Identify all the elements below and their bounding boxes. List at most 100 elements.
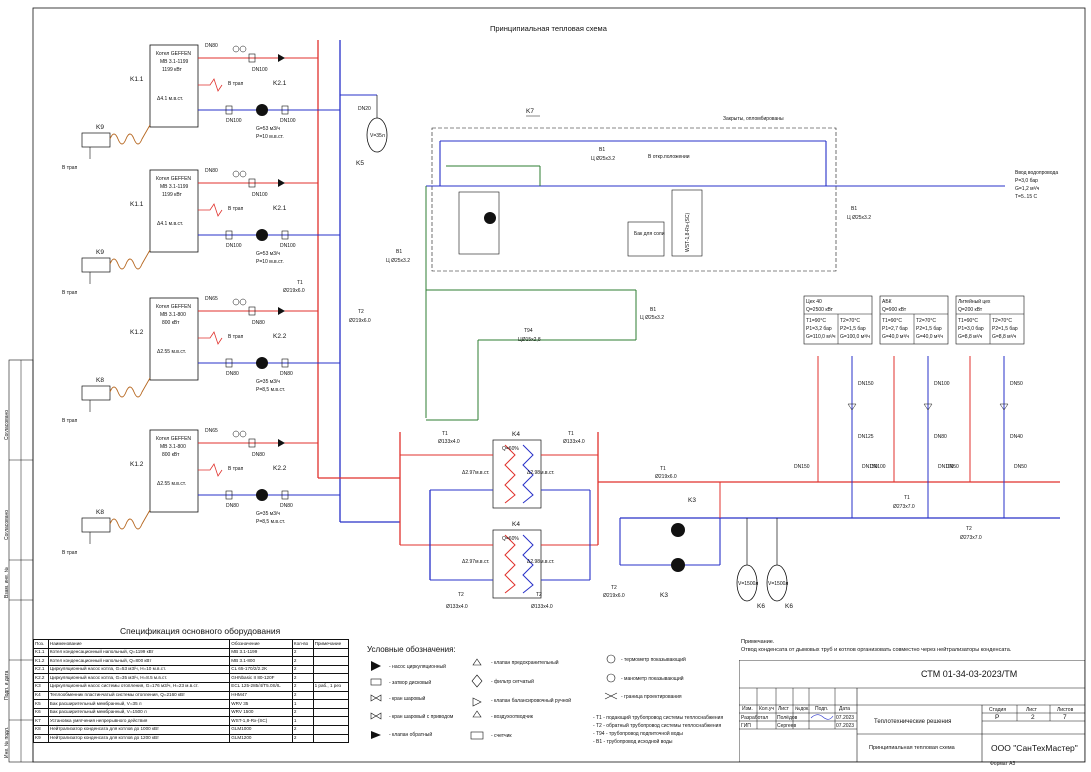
butterfly-valve-icon[interactable] bbox=[248, 438, 256, 448]
legend-item-actuated-valve: - кран шаровый с приводом bbox=[389, 714, 454, 720]
legend-item-balancing: - клапан балансировочный ручной bbox=[491, 698, 572, 704]
trap-label: В трап bbox=[228, 466, 244, 472]
legend-item-t2: - T2 - обратный трубопровод системы тепл… bbox=[593, 723, 722, 729]
boiler[interactable] bbox=[149, 429, 199, 513]
k5-tag: K5 bbox=[356, 160, 364, 167]
thermometer-icon bbox=[232, 298, 240, 306]
svg-text:G=1,2 м³/ч: G=1,2 м³/ч bbox=[1015, 186, 1040, 192]
t2-label: T2 bbox=[358, 309, 364, 315]
condensate-neutralizer[interactable] bbox=[81, 385, 111, 401]
consumer-g1: G=8,8 м³/ч bbox=[958, 334, 983, 340]
boiler-name: Котел GEFFEN bbox=[156, 51, 191, 57]
k4-dp-2a: Δ2.97м.в.ст. bbox=[462, 559, 490, 565]
boiler-pump[interactable] bbox=[256, 489, 268, 501]
k6-tag-1: K6 bbox=[757, 603, 765, 610]
boiler-name: Котел GEFFEN bbox=[156, 304, 191, 310]
k5-volume: V=35л bbox=[370, 133, 385, 139]
butterfly-valve-icon[interactable] bbox=[225, 490, 233, 500]
k3-pump-2[interactable] bbox=[671, 558, 685, 572]
k6-vol-1: V=1500л bbox=[738, 581, 758, 587]
consumer-t2: T2=70°C bbox=[992, 318, 1012, 324]
k4-dp-1a: Δ2.97м.в.ст. bbox=[462, 470, 490, 476]
legend-thermometer-icon bbox=[606, 654, 616, 664]
legend-filter-icon bbox=[471, 674, 483, 688]
butterfly-valve-icon[interactable] bbox=[248, 53, 256, 63]
butterfly-valve-icon[interactable] bbox=[248, 178, 256, 188]
sheet-header: Лист bbox=[1026, 707, 1038, 713]
boiler[interactable] bbox=[149, 44, 199, 128]
butterfly-valve-icon[interactable] bbox=[281, 230, 289, 240]
butterfly-valve-icon[interactable] bbox=[225, 105, 233, 115]
sheet-title: Принципиальная тепловая схема bbox=[869, 745, 956, 751]
consumer-t1: T1=90°C bbox=[806, 318, 826, 324]
softener-pump[interactable] bbox=[484, 212, 496, 224]
heat-exchanger-1[interactable] bbox=[492, 439, 542, 509]
consumer-dn-d: DN100 bbox=[938, 464, 954, 470]
boiler-pump[interactable] bbox=[256, 229, 268, 241]
k4-tag-1: K4 bbox=[512, 431, 520, 438]
salt-tank bbox=[627, 221, 665, 257]
drain-label: В трап bbox=[62, 165, 78, 171]
butterfly-valve-icon[interactable] bbox=[225, 230, 233, 240]
legend-pump-icon bbox=[371, 661, 381, 671]
butterfly-valve-icon[interactable] bbox=[225, 358, 233, 368]
legend-title: Условные обозначения: bbox=[367, 645, 456, 654]
legend-manometer-icon bbox=[606, 673, 616, 683]
t1-label: T1 bbox=[297, 280, 303, 286]
col-izm: Изм. bbox=[742, 706, 753, 712]
butterfly-valve-icon[interactable] bbox=[281, 490, 289, 500]
title-block: СТМ 01-34-03-2023/ТМ Изм. Кол.уч Лист №д… bbox=[739, 660, 1085, 762]
consumer-name: Цех 40 bbox=[806, 299, 822, 305]
trap-label: В трап bbox=[228, 334, 244, 340]
boiler-model: MB 3.1-800 bbox=[160, 444, 186, 450]
legend-item-safety: - клапан предохранительный bbox=[491, 660, 559, 666]
consumer-name: АБК bbox=[882, 299, 892, 305]
pump-tag: K2.1 bbox=[273, 80, 287, 87]
consumer-p1: P1=3,2 бар bbox=[806, 326, 832, 332]
butterfly-valve-icon[interactable] bbox=[248, 306, 256, 316]
legend: Условные обозначения: - насос циркуляцио… bbox=[367, 645, 737, 765]
t2-hx-label: T2 bbox=[458, 592, 464, 598]
manometer-icon bbox=[239, 170, 247, 178]
condensate-neutralizer[interactable] bbox=[81, 132, 111, 148]
consumer-power: Q=2500 кВт bbox=[806, 307, 834, 313]
legend-item-t94: - T94 - трубопровод подпиточной воды bbox=[593, 731, 683, 737]
stage-header: Стадия bbox=[989, 707, 1006, 713]
butterfly-valve-icon[interactable] bbox=[281, 358, 289, 368]
col-sign: Подп. bbox=[815, 706, 828, 712]
boiler[interactable] bbox=[149, 169, 199, 253]
pump-tag: K2.2 bbox=[273, 465, 287, 472]
check-valve-icon bbox=[278, 179, 285, 187]
svg-text:P=3,0 бар: P=3,0 бар bbox=[1015, 178, 1038, 184]
k3-pump-1[interactable] bbox=[671, 523, 685, 537]
svg-text:T=5..15 С: T=5..15 С bbox=[1015, 194, 1037, 200]
heat-exchanger-2[interactable] bbox=[492, 529, 542, 599]
t2-hx-label-2: T2 bbox=[536, 592, 542, 598]
b1-dia-mid: Ц Ø25х3.2 bbox=[640, 315, 664, 321]
stage-value: Р bbox=[995, 714, 999, 721]
butterfly-valve-icon[interactable] bbox=[281, 105, 289, 115]
k6-vol-2: V=1500л bbox=[768, 581, 788, 587]
boiler-power: 1199 кВт bbox=[162, 192, 182, 198]
consumer-g1: G=110,0 м³/ч bbox=[806, 334, 836, 340]
k3-tag-2: K3 bbox=[660, 592, 668, 599]
legend-ball-valve-icon bbox=[370, 694, 377, 702]
pump-head: P=10 м.в.ст. bbox=[256, 134, 284, 140]
condensate-neutralizer[interactable] bbox=[81, 517, 111, 533]
side-label-2: Согласовано bbox=[4, 510, 10, 540]
consumer-p2: P2=1,5 бар bbox=[992, 326, 1018, 332]
developer-role: Разработал bbox=[741, 715, 768, 721]
boiler-tag: K1.2 bbox=[130, 461, 144, 468]
legend-air-vent-icon bbox=[472, 710, 482, 718]
boiler[interactable] bbox=[149, 297, 199, 381]
filter-icon bbox=[999, 403, 1009, 411]
boiler-pump[interactable] bbox=[256, 357, 268, 369]
boiler-pump[interactable] bbox=[256, 104, 268, 116]
condensate-neutralizer[interactable] bbox=[81, 257, 111, 273]
